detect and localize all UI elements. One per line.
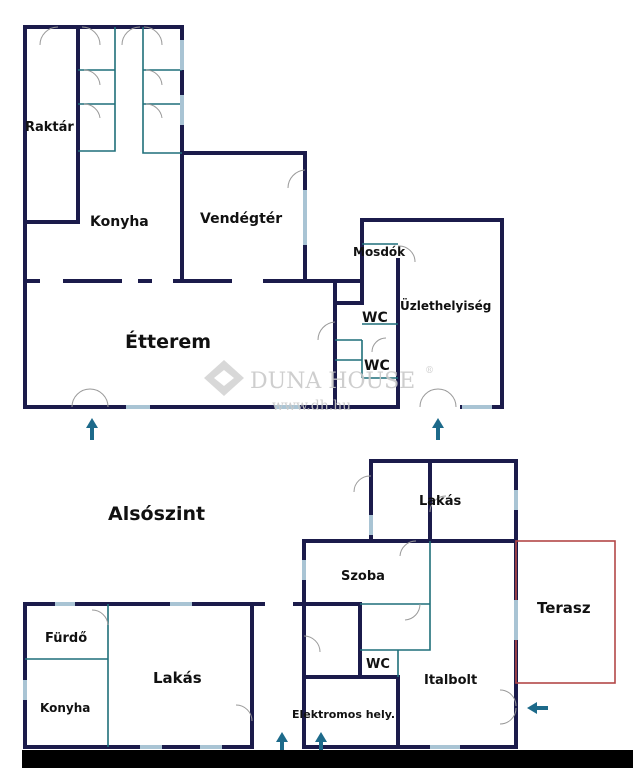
door-arc bbox=[397, 245, 416, 263]
room-label-raktar: Raktár bbox=[25, 120, 74, 135]
room-label-terasz: Terasz bbox=[537, 599, 591, 617]
entrance-arrow-icon bbox=[527, 702, 548, 714]
lower-right-partitions bbox=[360, 541, 431, 677]
door-arc bbox=[287, 169, 306, 189]
room-label-uzlethelyiseg: Üzlethelyiség bbox=[400, 298, 491, 313]
door-arc bbox=[83, 103, 101, 119]
door-arc bbox=[317, 321, 336, 341]
lower-right-wall bbox=[293, 459, 518, 749]
door-arc bbox=[71, 388, 109, 408]
room-label-lakas-top: Lakás bbox=[419, 494, 461, 509]
lower-left-partitions bbox=[25, 604, 109, 747]
lower-level: Alsószint Lakás Szoba bbox=[23, 459, 616, 754]
door-arc bbox=[145, 69, 163, 86]
door-arc bbox=[83, 69, 101, 86]
room-label-konyha: Konyha bbox=[90, 214, 149, 230]
room-label-mosdok: Mosdók bbox=[353, 245, 406, 259]
door-arc bbox=[91, 609, 109, 626]
room-label-konyha-lower: Konyha bbox=[40, 701, 90, 715]
room-label-wc-lower: WC bbox=[366, 657, 390, 672]
door-arc bbox=[429, 495, 447, 513]
door-arc bbox=[235, 704, 253, 722]
upper-level: Raktár Konyha Vendégtér Mosdók Üzlethely… bbox=[23, 25, 504, 440]
room-label-italbolt: Italbolt bbox=[424, 673, 477, 688]
door-arc bbox=[419, 388, 457, 408]
room-label-wc: WC bbox=[364, 358, 390, 374]
door-arc bbox=[404, 603, 421, 621]
room-label-furdo: Fürdő bbox=[45, 631, 87, 646]
entrance-arrow-icon bbox=[432, 418, 444, 440]
door-arc bbox=[371, 337, 387, 353]
logo-inner-icon bbox=[214, 370, 234, 386]
entrance-arrow-icon bbox=[315, 732, 327, 754]
door-arc bbox=[303, 635, 321, 653]
entrance-arrow-icon bbox=[86, 418, 98, 440]
door-arc bbox=[399, 540, 417, 557]
upper-partitions bbox=[78, 27, 398, 379]
watermark-brand: DUNA HOUSE bbox=[250, 369, 415, 394]
watermark-url: www.dh.hu bbox=[272, 398, 351, 414]
door-arc bbox=[121, 26, 141, 46]
room-label-szoba: Szoba bbox=[341, 569, 385, 584]
room-label-vendegter: Vendégtér bbox=[200, 211, 282, 227]
door-arc bbox=[353, 475, 372, 493]
watermark-registered: ® bbox=[425, 366, 434, 376]
door-arc bbox=[143, 26, 163, 46]
entrance-arrow-icon bbox=[276, 732, 288, 754]
room-label-wc: WC bbox=[362, 310, 388, 326]
level-title: Alsószint bbox=[108, 503, 205, 525]
door-arc bbox=[145, 103, 163, 119]
upper-inner-walls bbox=[23, 151, 400, 409]
door-arc bbox=[39, 26, 59, 46]
bottom-band bbox=[22, 750, 633, 768]
door-arc bbox=[81, 26, 101, 46]
watermark: DUNA HOUSE ® www.dh.hu bbox=[204, 360, 434, 414]
room-label-lakas-left: Lakás bbox=[153, 669, 202, 687]
room-label-elektromos: Elektromos hely. bbox=[292, 708, 395, 721]
door-arc bbox=[499, 689, 517, 725]
room-label-etterem: Étterem bbox=[125, 330, 211, 353]
lower-left-wall bbox=[23, 602, 265, 749]
